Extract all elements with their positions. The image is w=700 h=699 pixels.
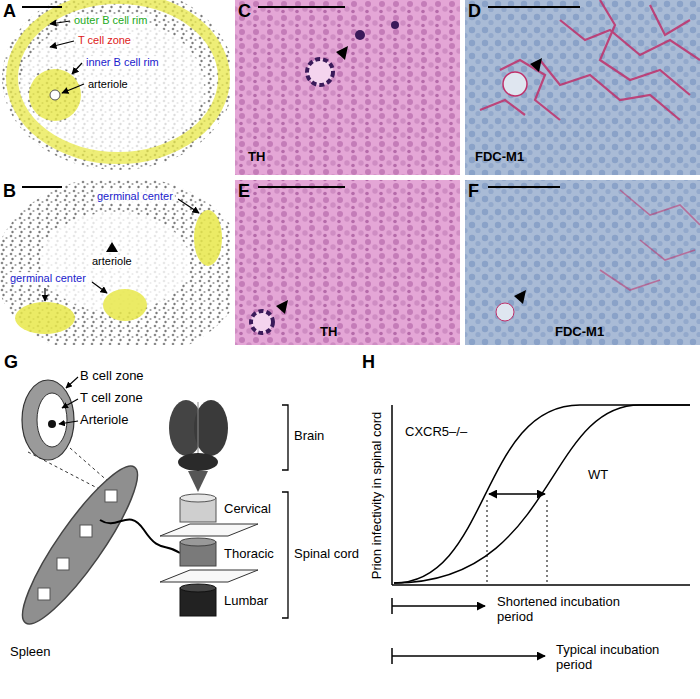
panel-f-image <box>465 180 700 345</box>
panel-e-image <box>235 180 460 345</box>
panel-letter: F <box>468 181 479 202</box>
segment-label: Thoracic <box>224 547 274 562</box>
panel-h-chart <box>392 405 690 664</box>
panel-b-image <box>0 180 230 345</box>
segment-label: Lumbar <box>224 594 268 609</box>
stain-label: FDC-M1 <box>475 150 524 165</box>
axis-label: Shortened incubation period <box>497 595 632 625</box>
panel-letter: C <box>238 1 251 22</box>
curve-label: CXCR5–/– <box>405 425 467 440</box>
panel-g-schematic <box>7 377 288 635</box>
panel-letter: G <box>4 352 18 373</box>
region-label: germinal center <box>8 272 88 285</box>
curve-label: WT <box>588 468 608 483</box>
schematic-label: B cell zone <box>80 369 144 384</box>
bracket-label: Spinal cord <box>294 547 359 562</box>
panel-c-image <box>235 0 460 175</box>
bracket-label: Brain <box>294 429 324 444</box>
axis-label: Typical incubation period <box>556 643 691 673</box>
stain-label: FDC-M1 <box>555 325 604 340</box>
panel-d-image <box>465 0 700 175</box>
schematic-label: Spleen <box>10 645 50 660</box>
stain-label: TH <box>248 150 265 165</box>
region-label: T cell zone <box>76 34 133 47</box>
schematic-label: T cell zone <box>80 391 143 406</box>
region-label: outer B cell rim <box>72 14 149 27</box>
panel-letter: A <box>3 1 16 22</box>
panel-letter: H <box>362 352 375 373</box>
panel-a-image <box>0 0 230 175</box>
panel-letter: B <box>3 181 16 202</box>
stain-label: TH <box>320 325 337 340</box>
panel-letter: D <box>468 1 481 22</box>
region-label: inner B cell rim <box>84 56 161 69</box>
region-label: arteriole <box>86 78 130 91</box>
segment-label: Cervical <box>224 502 271 517</box>
axis-label: Prion infectivity in spinal cord <box>371 411 386 579</box>
region-label: arteriole <box>90 255 134 268</box>
panel-letter: E <box>238 181 250 202</box>
region-label: germinal center <box>95 190 175 203</box>
schematic-label: Arteriole <box>80 413 128 428</box>
